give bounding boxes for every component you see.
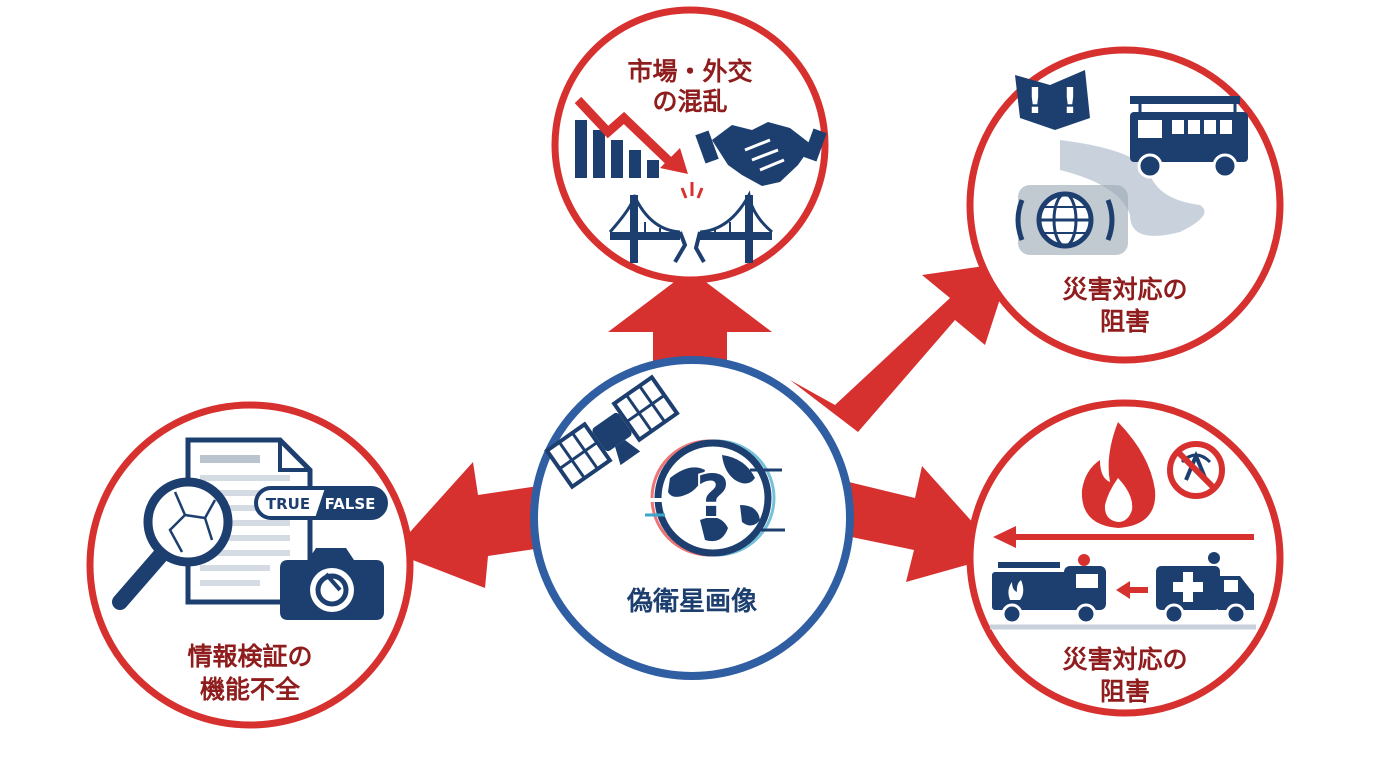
node-top: 市場・外交 の混乱 [551, 6, 829, 284]
true-false-badge: TRUE FALSE [254, 486, 388, 520]
satellite-icon [544, 374, 680, 490]
warning-map-icon: ! ! [1015, 70, 1090, 130]
arrow-to-top [608, 270, 772, 365]
node-left: TRUE FALSE 情報検証の 機能不全 [86, 401, 414, 729]
svg-text:?: ? [696, 462, 730, 530]
magnifier-icon [112, 477, 233, 610]
arrow-to-lower-right [808, 466, 1002, 582]
handshake-icon [695, 122, 827, 186]
globe-icon [1015, 185, 1128, 255]
svg-text:!: ! [1027, 81, 1043, 122]
center-node: ? 偽衛星画像 [530, 356, 854, 680]
globe-question-icon: ? [645, 439, 785, 557]
camera-icon [280, 548, 384, 620]
ambulance-icon [1156, 552, 1254, 625]
arrows [392, 262, 1012, 588]
node-left-label-line2: 機能不全 [200, 675, 301, 704]
node-upper-right-label-line2: 阻害 [1100, 307, 1150, 336]
node-lower-right-label-line1: 災害対応の [1062, 645, 1187, 674]
broken-bridge-icon [608, 182, 773, 264]
center-label: 偽衛星画像 [626, 587, 758, 617]
node-lower-right-label-line2: 阻害 [1100, 677, 1150, 706]
fire-truck-icon [1130, 96, 1248, 179]
svg-text:!: ! [1062, 81, 1078, 122]
node-top-label-line1: 市場・外交 [627, 57, 752, 86]
node-top-label-line2: の混乱 [652, 87, 727, 116]
flame-icon [1081, 422, 1156, 528]
arrow-to-upper-right [790, 262, 1012, 432]
falling-chart-icon [574, 96, 688, 178]
road-icon [1060, 140, 1205, 236]
backward-arrow-icon [993, 526, 1254, 548]
document-icon [185, 437, 313, 605]
true-label: TRUE [266, 495, 310, 513]
node-left-label-line1: 情報検証の [187, 642, 312, 671]
node-lower-right: 災害対応の 阻害 [966, 399, 1284, 717]
node-upper-right-label-line1: 災害対応の [1062, 275, 1187, 304]
fire-truck-icon [992, 554, 1106, 625]
short-arrow-icon [1116, 581, 1148, 599]
node-upper-right: ! ! 災害対応の 阻害 [966, 46, 1284, 364]
false-label: FALSE [325, 495, 376, 513]
arrow-to-left [392, 462, 562, 588]
no-signal-icon [1167, 441, 1225, 499]
